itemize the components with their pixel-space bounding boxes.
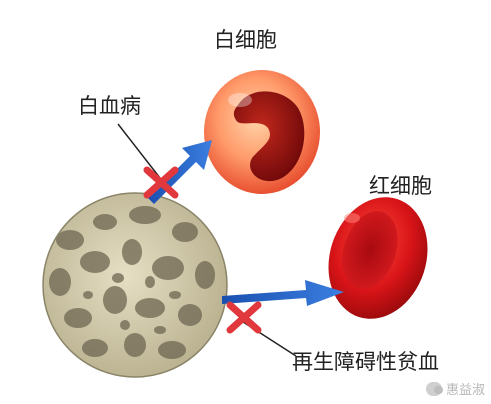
watermark-text: 惠益淑	[445, 383, 485, 398]
bone-marrow-sphere	[42, 192, 228, 378]
leukemia-label: 白血病	[78, 94, 141, 118]
watermark: 惠益淑	[425, 379, 485, 398]
leukemia-pointer-line	[117, 123, 161, 179]
white-cell-label: 白细胞	[214, 28, 277, 52]
wechat-icon	[425, 381, 443, 396]
anemia-cross-icon	[226, 301, 262, 334]
red-cell-label: 红细胞	[369, 174, 432, 198]
white-blood-cell	[204, 70, 320, 194]
red-blood-cell	[328, 197, 428, 319]
arrow-to-red-cell	[222, 280, 344, 306]
arrow-to-white-cell	[148, 140, 212, 204]
leukemia-cross-icon	[143, 166, 179, 199]
aplastic-anemia-label: 再生障碍性贫血	[292, 350, 439, 374]
